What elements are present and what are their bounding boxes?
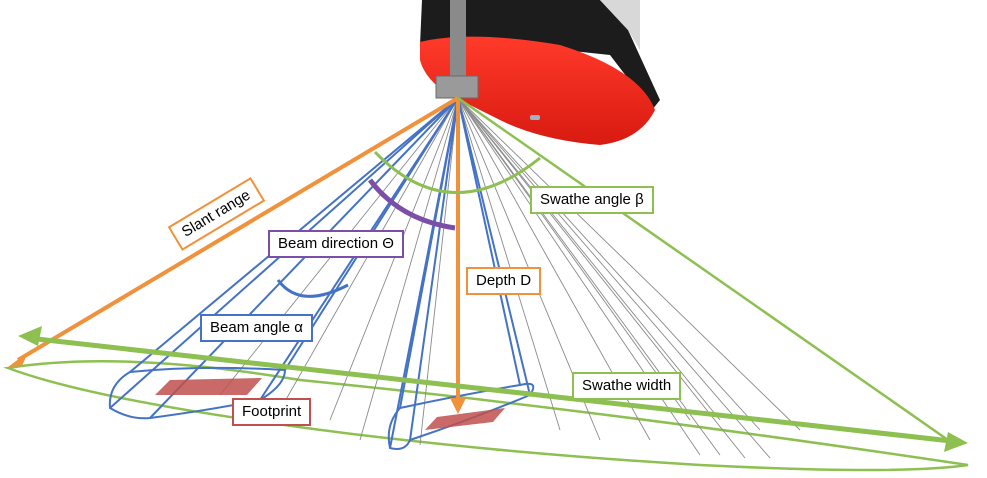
beam-direction-arc: [368, 178, 456, 231]
gray-beams: [219, 97, 801, 459]
ship-hull: [420, 36, 655, 145]
footprint-left: [155, 378, 262, 395]
beam-angle-arc: [276, 279, 349, 298]
swathe-width-arrow-left: [18, 326, 42, 346]
beam-direction-label: Beam direction Θ: [268, 230, 404, 258]
swathe-width-line: [27, 335, 961, 445]
ship-hull-top: [420, 0, 660, 110]
beam-center: [387, 97, 535, 450]
swathe-angle-label: Swathe angle β: [530, 186, 654, 214]
ship-deck: [600, 0, 640, 50]
transducer-housing: [435, 75, 479, 99]
slant-range-line: [16, 96, 460, 362]
depth-arrowhead: [450, 398, 466, 414]
slant-range-arrowhead: [8, 352, 28, 367]
transducer-pole: [450, 0, 466, 80]
depth-label: Depth D: [466, 267, 542, 295]
ship: [420, 0, 660, 145]
swathe-edge-right: [457, 96, 949, 442]
swathe-angle-arc: [373, 150, 541, 195]
footprint-center: [425, 408, 505, 430]
beam-angle-label: Beam angle α: [200, 314, 313, 342]
swathe-width-label: Swathe width: [572, 372, 682, 400]
footprint-label: Footprint: [232, 398, 312, 426]
hull-window: [530, 115, 540, 120]
swathe-width-arrow-right: [944, 432, 968, 452]
